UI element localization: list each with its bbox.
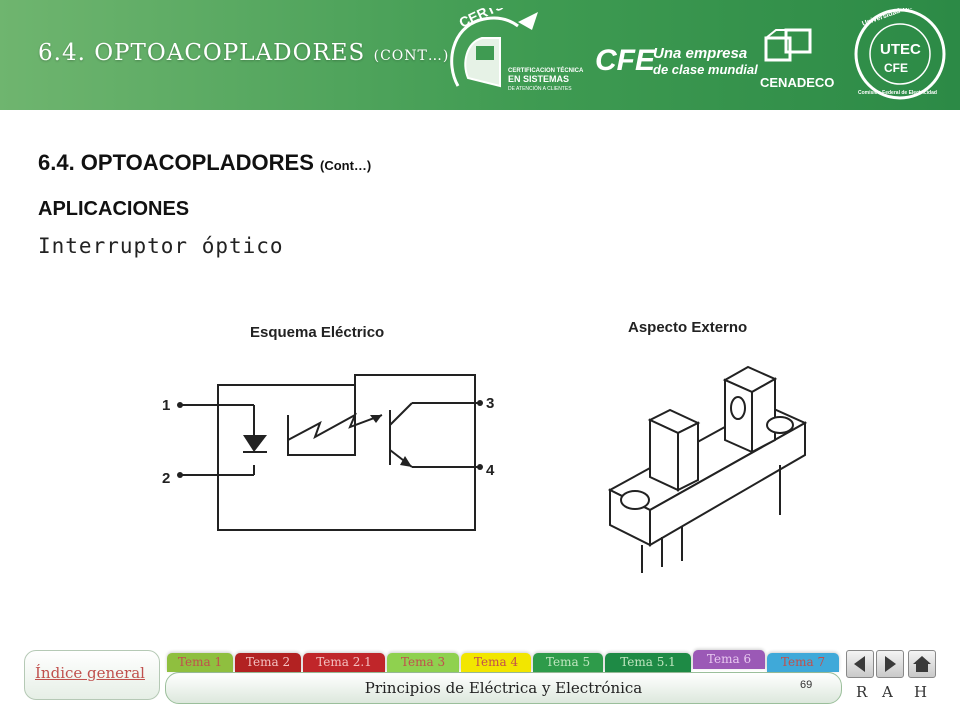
tab-tema-2-1[interactable]: Tema 2.1	[303, 653, 385, 672]
nav-letter-a[interactable]: A	[882, 683, 893, 701]
index-box: Índice general	[24, 650, 160, 700]
tab-tema-2[interactable]: Tema 2	[235, 653, 301, 672]
section-subheading: APLICACIONES	[38, 198, 190, 220]
certsac-sub2: EN SISTEMAS	[508, 74, 569, 84]
utec-mid: UTEC	[880, 41, 921, 58]
tab-tema-5-1[interactable]: Tema 5.1	[605, 653, 691, 672]
cenadeco-logo: CENADECO	[760, 28, 834, 90]
utec-bottom: Comisión Federal de Electricidad	[858, 90, 937, 96]
tab-tema-7[interactable]: Tema 7	[767, 653, 839, 672]
led-symbol	[243, 435, 267, 452]
section-heading-cont: (Cont…)	[320, 158, 372, 173]
nav-letter-h[interactable]: H	[914, 683, 928, 701]
footer-bar: Principios de Eléctrica y Electrónica	[165, 672, 842, 704]
cfe-slogan-1: Una empresa	[653, 45, 747, 62]
utec-cfe: CFE	[884, 61, 908, 75]
utec-top: Universidad Tecnológica	[861, 8, 941, 28]
pin-3-label: 3	[486, 395, 494, 412]
arrow-right-icon	[885, 656, 896, 672]
schematic-outer-outline	[217, 374, 476, 531]
cfe-mark: CFE	[595, 44, 656, 77]
aspect-label: Aspecto Externo	[628, 319, 747, 336]
home-button[interactable]	[908, 650, 936, 678]
header-banner: 6.4. OPTOACOPLADORES (CONT…) CERTSAC CER…	[0, 0, 960, 110]
schematic-label: Esquema Eléctrico	[250, 324, 384, 341]
pin-terminals	[177, 400, 483, 478]
tab-tema-1[interactable]: Tema 1	[167, 653, 233, 672]
header-title-main: 6.4. OPTOACOPLADORES	[38, 40, 366, 66]
arrow-left-icon	[854, 656, 865, 672]
section-heading: 6.4. OPTOACOPLADORES (Cont…)	[38, 150, 371, 176]
page-number: 69	[800, 679, 813, 691]
pin-2-label: 2	[162, 470, 170, 487]
tab-tema-3[interactable]: Tema 3	[387, 653, 459, 672]
schematic-left-outline	[217, 384, 356, 456]
previous-slide-button[interactable]	[846, 650, 874, 678]
header-title-cont: (CONT…)	[373, 48, 450, 64]
device-pins	[641, 465, 781, 573]
cenadeco-word: CENADECO	[760, 75, 834, 90]
pin-4-label: 4	[486, 462, 495, 479]
phototransistor-emitter-arrow	[400, 456, 412, 467]
nav-letter-r[interactable]: R	[856, 683, 868, 701]
tab-tema-4[interactable]: Tema 4	[461, 653, 531, 672]
schematic-diagram: Esquema Eléctrico 1 2 3 4	[162, 324, 495, 531]
cfe-logo: CFE Una empresa de clase mundial	[595, 44, 758, 77]
home-icon	[913, 656, 931, 672]
index-general-link[interactable]: Índice general	[35, 664, 145, 682]
header-title: 6.4. OPTOACOPLADORES (CONT…)	[38, 40, 449, 66]
section-heading-main: 6.4. OPTOACOPLADORES	[38, 150, 314, 175]
external-aspect-drawing: Aspecto Externo	[607, 319, 808, 573]
partner-logos: CERTSAC CERTIFICACION TÉCNICA EN SISTEMA…	[450, 8, 946, 100]
certsac-sub3: DE ATENCIÓN A CLIENTES	[508, 85, 572, 92]
pin-1-label: 1	[162, 397, 170, 414]
certsac-logo: CERTSAC CERTIFICACION TÉCNICA EN SISTEMA…	[450, 8, 584, 92]
next-slide-button[interactable]	[876, 650, 904, 678]
cfe-slogan-2: de clase mundial	[653, 62, 758, 77]
utec-seal: Universidad Tecnológica UTEC CFE Comisió…	[854, 8, 946, 100]
certsac-sub1: CERTIFICACION TÉCNICA	[508, 66, 584, 74]
tab-tema-6[interactable]: Tema 6	[693, 650, 765, 669]
course-title: Principios de Eléctrica y Electrónica	[364, 679, 643, 697]
tab-tema-5[interactable]: Tema 5	[533, 653, 603, 672]
section-text: Interruptor óptico	[38, 234, 284, 258]
